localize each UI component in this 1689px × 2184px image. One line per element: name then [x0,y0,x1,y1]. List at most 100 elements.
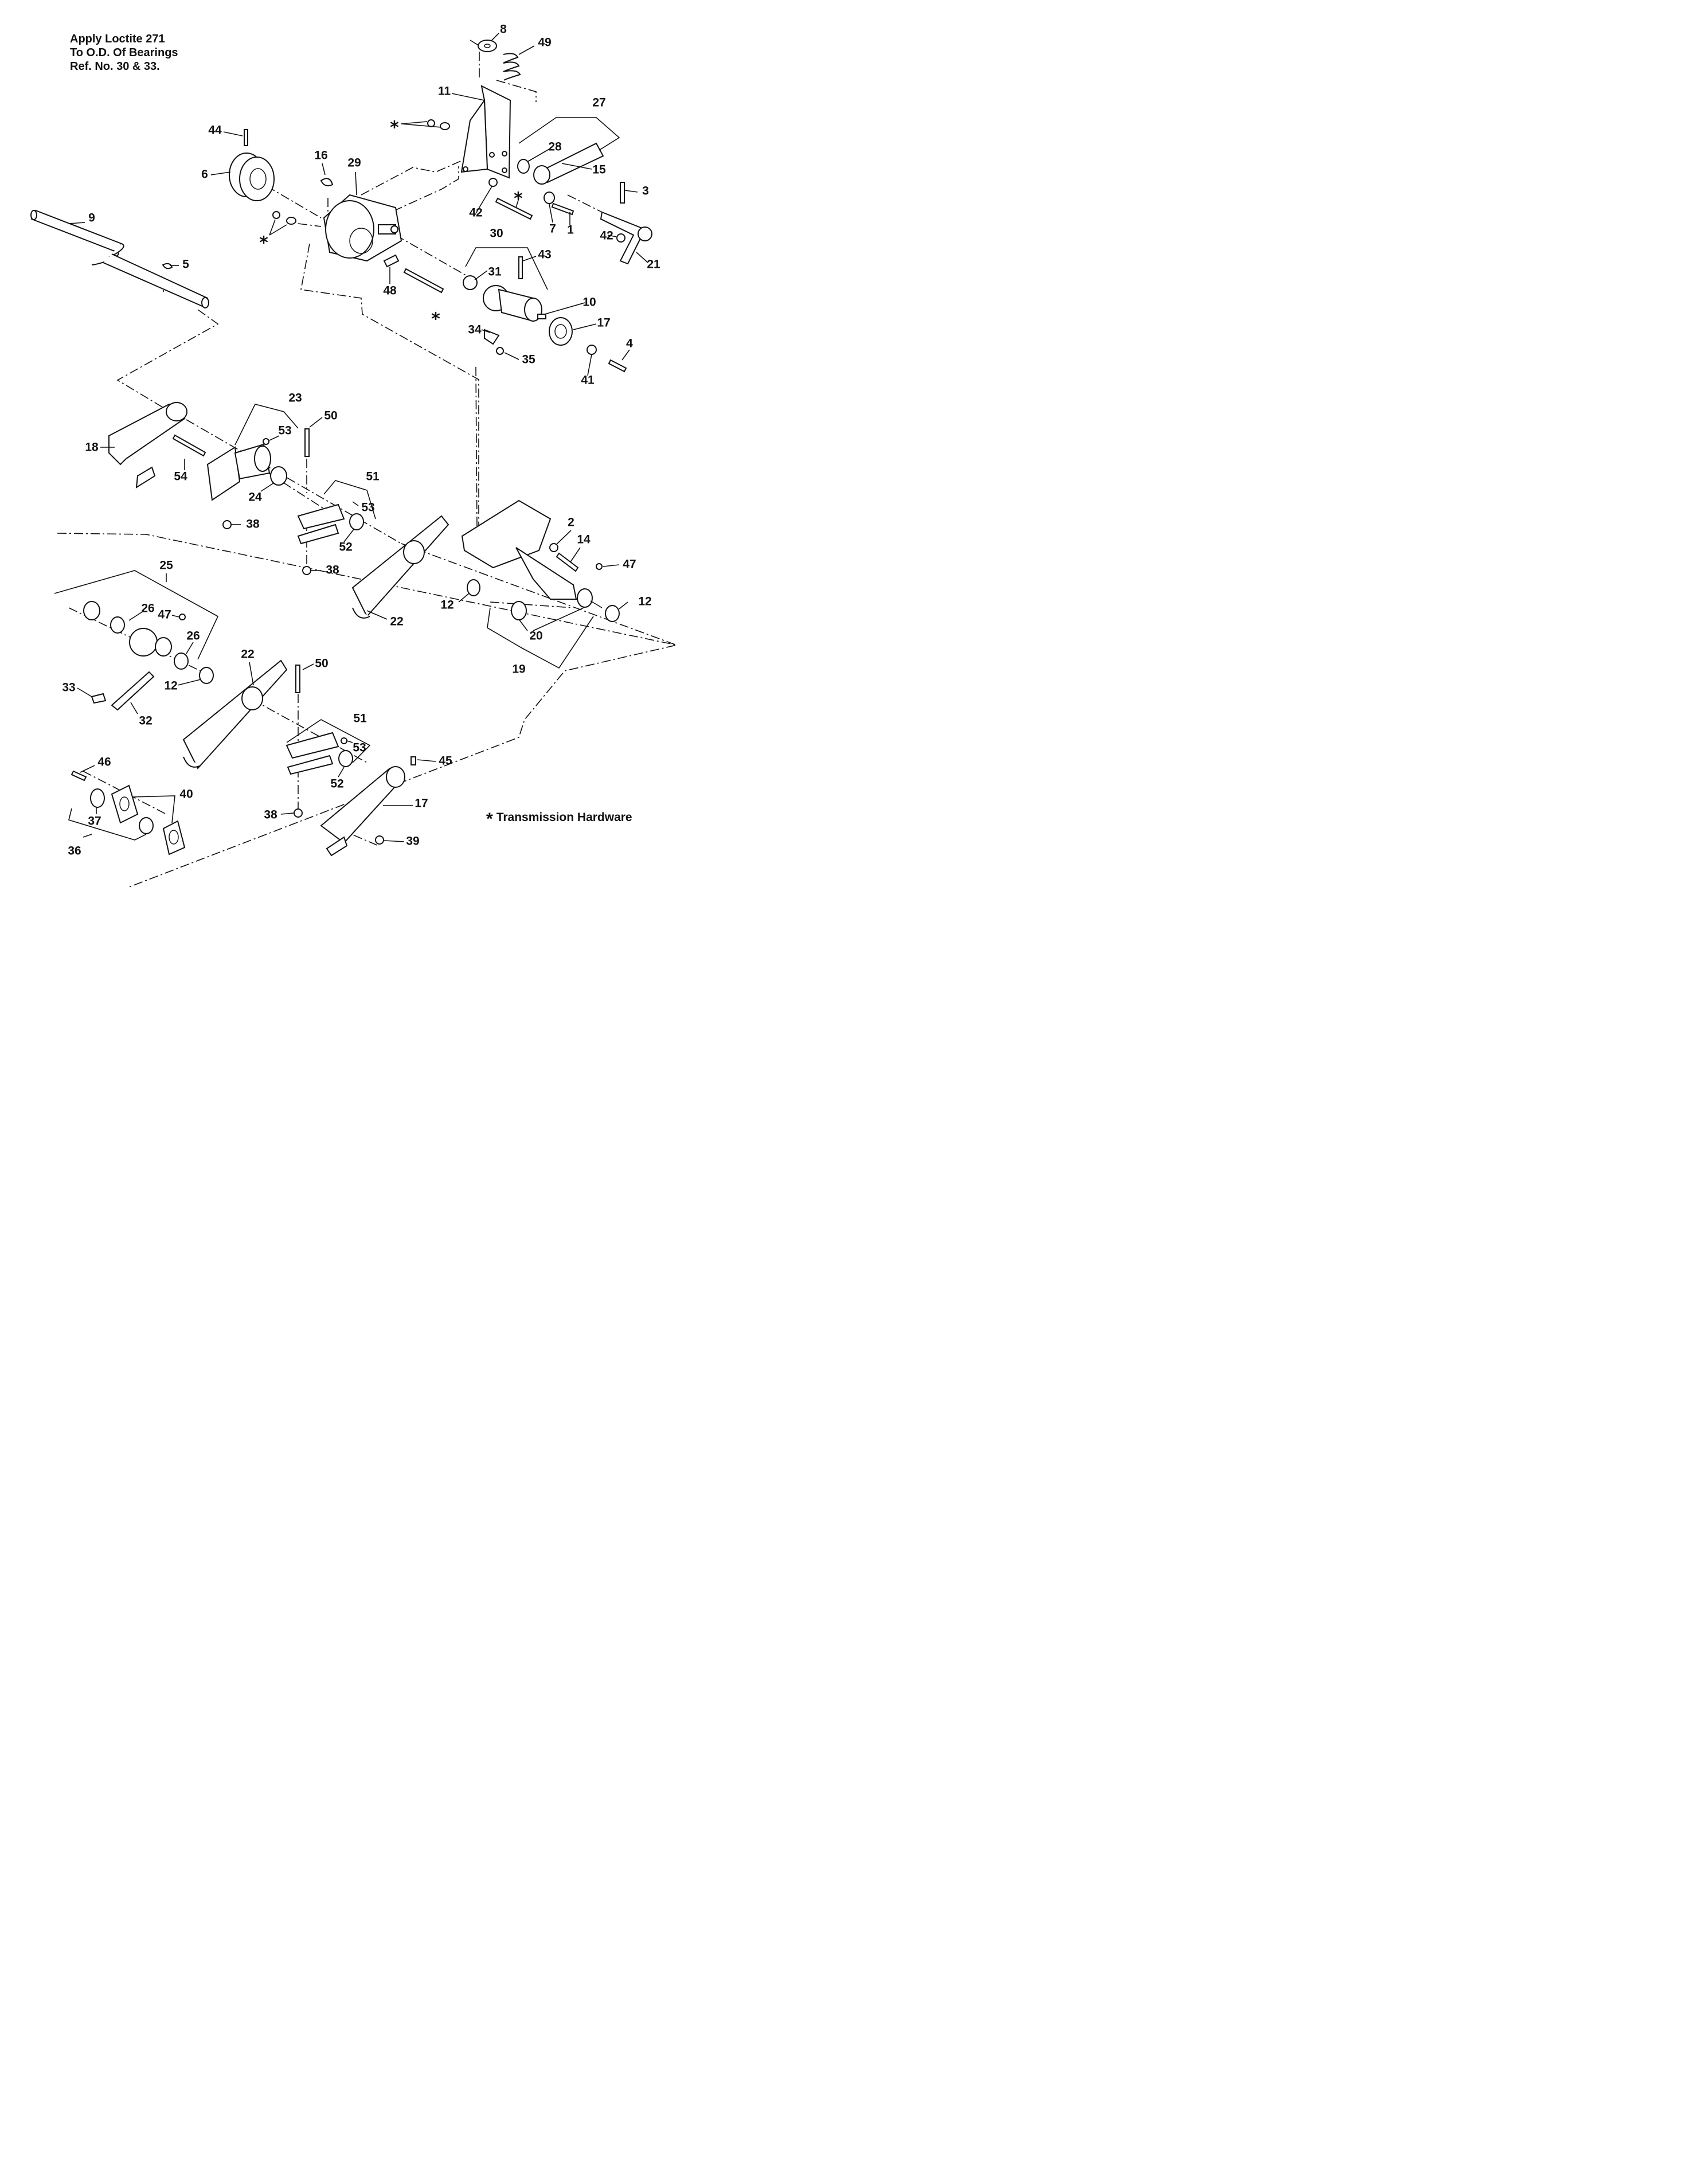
washer-12-left [83,601,100,620]
chain-32 [111,671,155,711]
callout-37: 37 [88,815,101,828]
washer-12-right [605,605,620,622]
part-shaft-9 [30,209,209,308]
fitting-47-left [179,614,186,620]
sprocket-25 [129,628,172,657]
callout-52-upper: 52 [339,541,352,554]
callout-4: 4 [626,337,633,350]
callout-8: 8 [500,23,507,36]
callout-53-upper: 53 [278,424,291,437]
bracket-51a [297,503,345,545]
callout-23: 23 [288,392,302,405]
link-33 [91,693,107,704]
arm-17-lower [320,766,405,857]
bushing-52a [349,513,364,530]
callout-9: 9 [88,212,95,225]
callout-3: 3 [642,185,649,198]
callout-11: 11 [438,85,451,98]
callout-26-left: 26 [141,602,154,615]
star-mark-left: * [259,233,268,253]
callout-12-lower: 12 [164,679,177,693]
callout-12-right: 12 [638,595,651,608]
callout-48: 48 [383,284,397,298]
callout-22-lower: 22 [241,648,254,661]
callout-42-right: 42 [600,229,613,243]
callout-51-lower: 51 [353,712,367,725]
callout-35: 35 [522,353,535,366]
loctite-note: Apply Loctite 271 To O.D. Of Bearings Re… [70,32,178,73]
callout-45: 45 [439,755,452,768]
fitting-47-right [596,563,603,570]
arm-22-lower [182,659,288,769]
callout-53-lower: 53 [353,741,366,755]
callout-29: 29 [347,157,361,170]
callout-41: 41 [581,374,595,387]
callout-17-upper: 17 [597,317,610,330]
bushing-24 [270,466,287,486]
callout-52-lower: 52 [330,778,343,791]
transmission-hardware-legend: *Transmission Hardware [486,810,632,829]
callout-20: 20 [529,630,542,643]
note-line-1: Apply Loctite 271 [70,33,165,45]
key-16 [320,178,334,186]
coupler-17-upper [549,317,573,346]
bearing-26a [110,616,125,634]
callout-17-lower: 17 [415,797,428,810]
arm-22-upper [351,515,449,619]
callout-43: 43 [538,248,551,261]
bracket-11 [460,85,511,179]
bolt-star-lower [403,268,444,294]
callout-44: 44 [208,124,222,137]
bearing-26b [174,653,189,670]
washer-12-lower [199,667,214,684]
exploded-parts-diagram: 8 49 11 27 44 16 29 28 15 6 3 9 42 7 1 3… [30,23,677,888]
bolt-50b [295,665,300,693]
screw-45 [410,756,416,765]
callout-38-lower: 38 [264,808,277,822]
washer-12-mid [467,579,480,596]
bearing-36 [139,817,154,834]
lever-15 [533,142,604,185]
nut-2 [549,543,558,552]
callout-14: 14 [577,533,591,546]
pulley-6 [229,153,275,201]
callout-49: 49 [538,36,551,49]
callout-18: 18 [85,441,99,454]
leader-lines [54,33,648,842]
nut-42a [616,233,625,243]
callout-31: 31 [488,265,502,279]
callout-5: 5 [182,258,189,271]
star-mark-bolt: * [514,189,523,209]
bolt-3 [620,182,625,204]
callout-numbers: 8 49 11 27 44 16 29 28 15 6 3 9 42 7 1 3… [62,23,660,858]
callout-34: 34 [468,323,482,337]
key-5 [162,263,173,269]
callout-7: 7 [549,222,556,236]
callout-53-mid: 53 [361,501,374,514]
bushing-7 [544,192,555,204]
star-mark-top: * [390,118,399,138]
bushing-52b [338,750,353,767]
bracket-51b [286,732,339,775]
nut-39 [375,835,384,845]
chain-34 [484,329,500,345]
note-line-3: Ref. No. 30 & 33. [70,60,160,73]
callout-38-upper: 38 [246,518,260,531]
bolt-1 [551,202,574,216]
pin-10 [537,314,546,319]
nut-38b [302,566,311,575]
fitting-53b [341,737,347,744]
callout-22-upper: 22 [390,615,403,628]
bushing-28 [517,159,530,174]
callout-6: 6 [201,168,208,181]
callout-19: 19 [512,663,525,676]
flange-40b [162,820,186,855]
callout-16: 16 [314,149,327,162]
callout-28: 28 [548,140,562,154]
bolt-44 [244,129,248,146]
bolt-54 [172,434,206,457]
bearing-31 [463,275,478,290]
arm-21 [600,211,652,265]
note-line-2: To O.D. Of Bearings [70,46,178,59]
nut-38c [294,808,303,818]
